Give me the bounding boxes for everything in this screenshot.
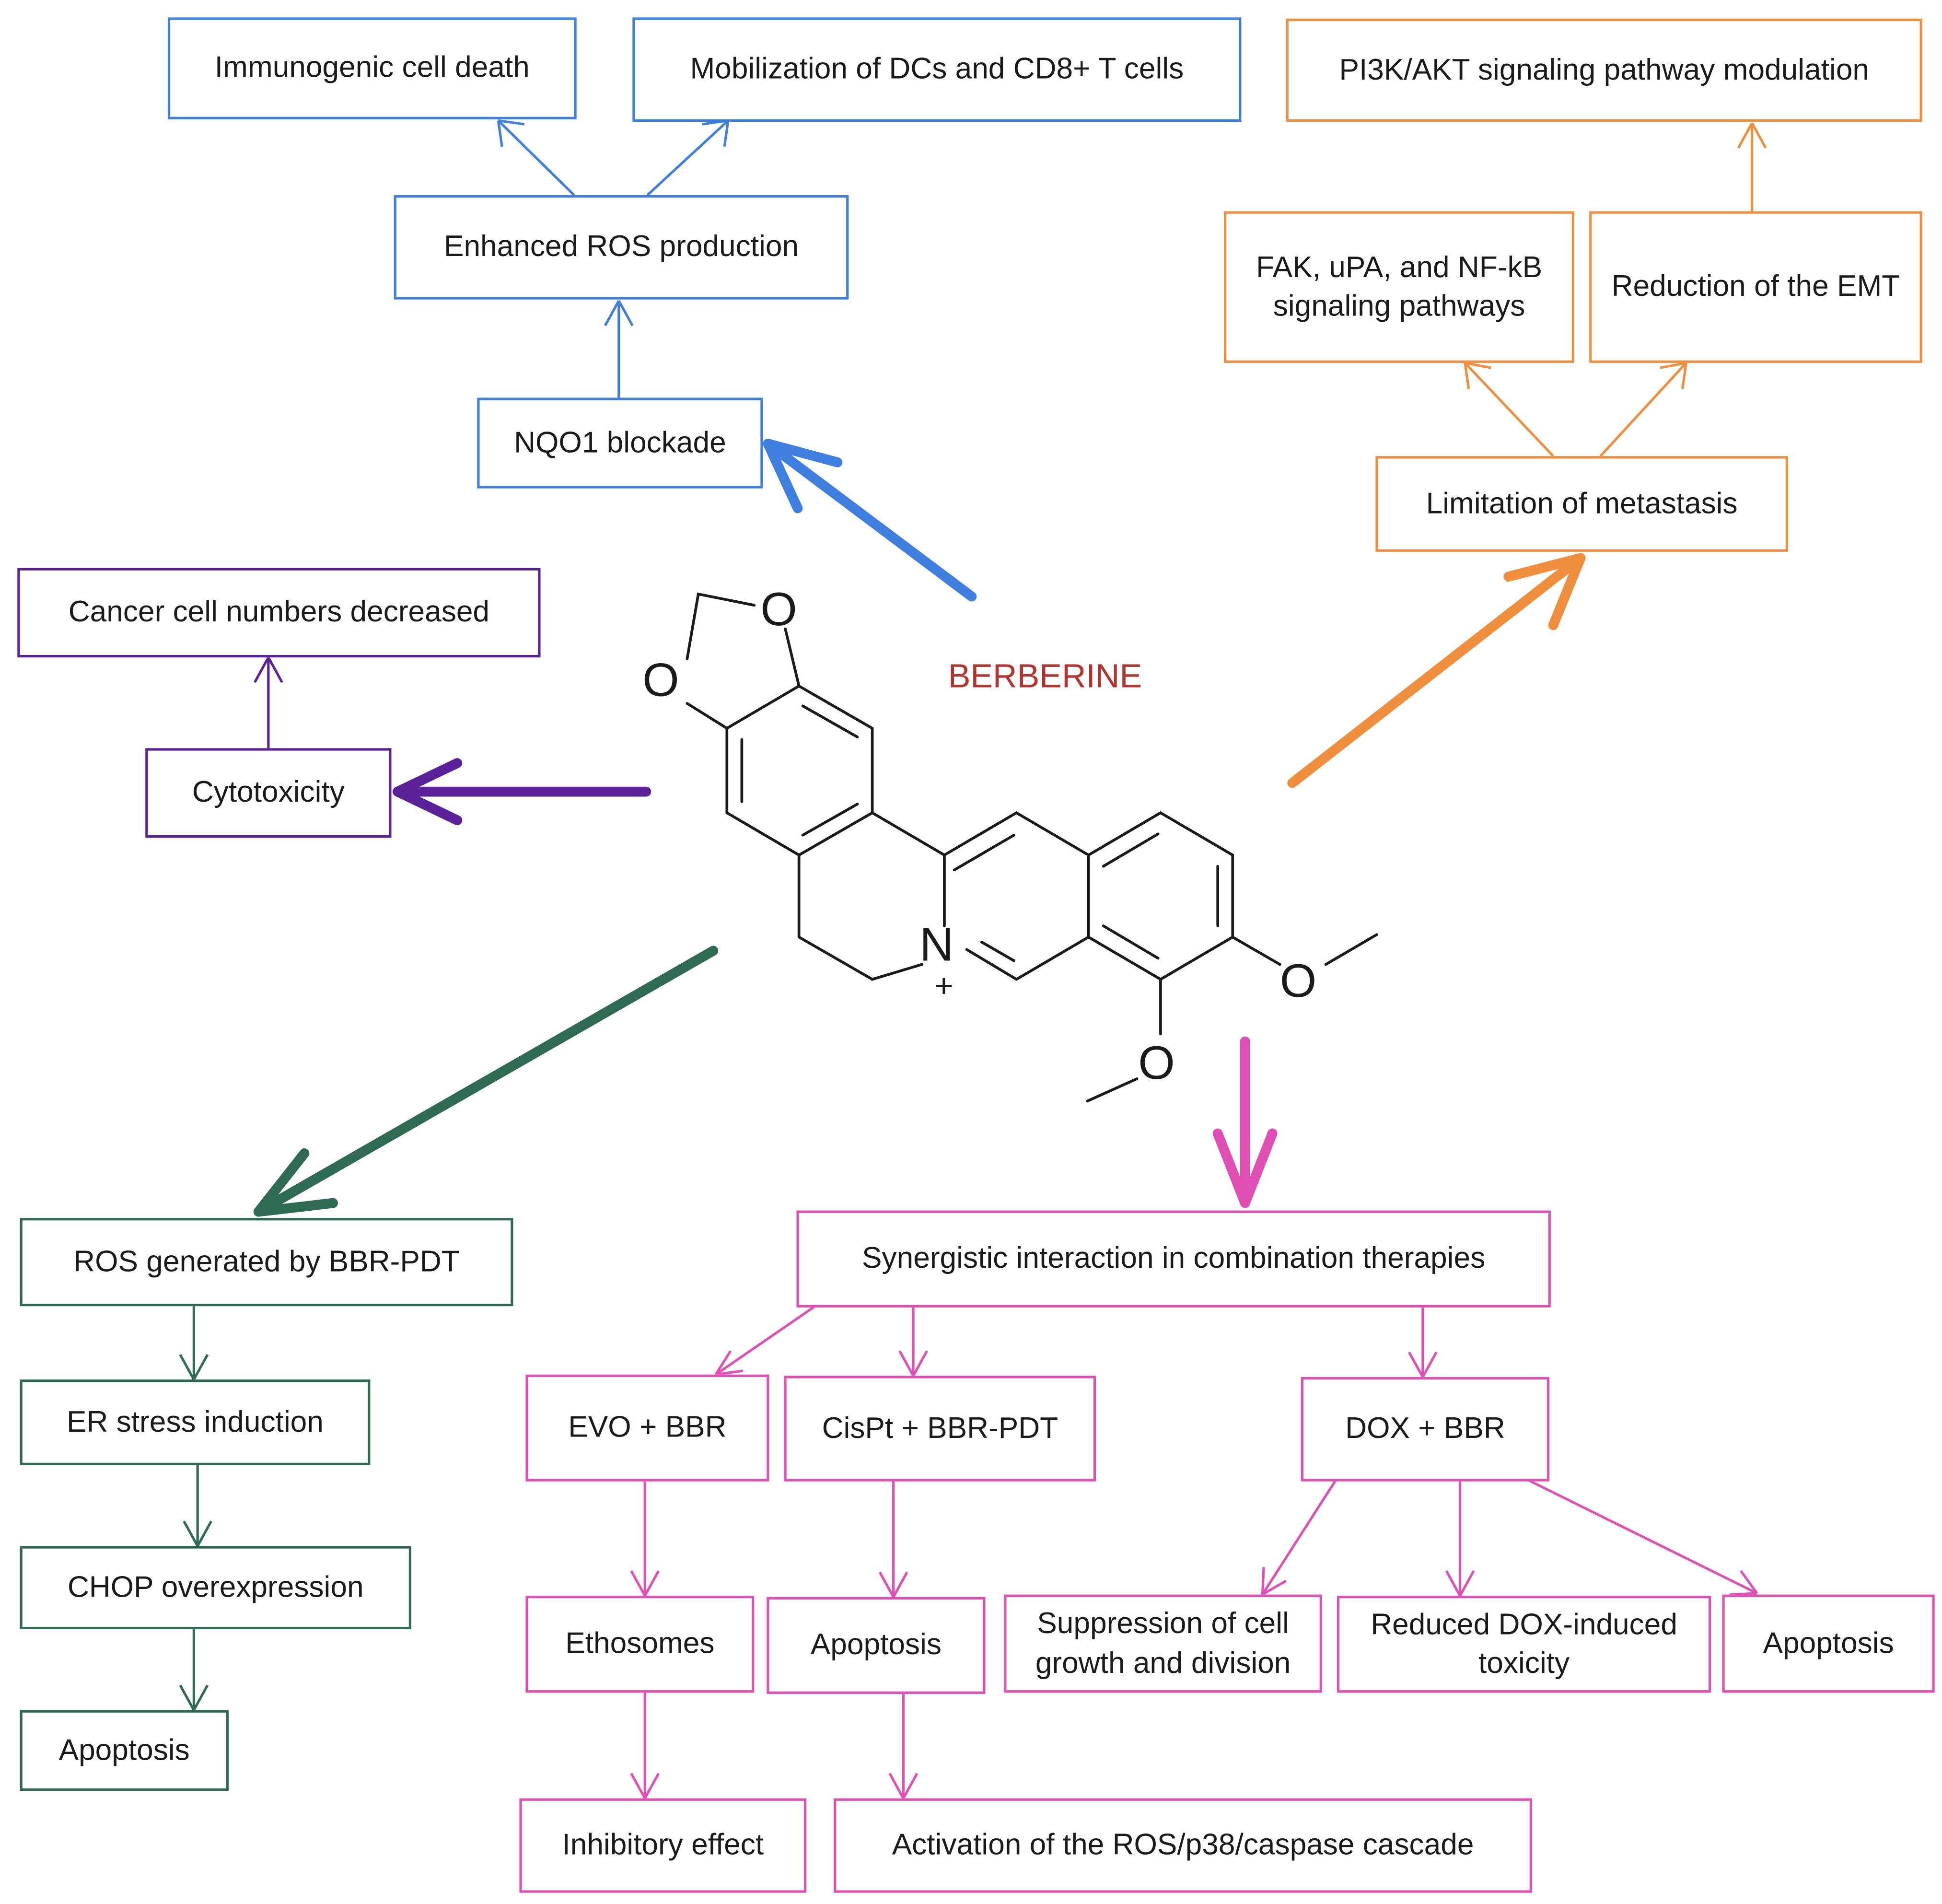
node-reduced-dox-toxicity: Reduced DOX-induced toxicity bbox=[1337, 1596, 1711, 1693]
node-label: Apoptosis bbox=[1763, 1626, 1894, 1660]
node-label: Synergistic interaction in combination t… bbox=[862, 1242, 1486, 1276]
node-nqo1-blockade: NQO1 blockade bbox=[477, 397, 763, 489]
arrow-syn-to-evo bbox=[714, 1305, 816, 1376]
arrow-metastasis-to-emt bbox=[1599, 362, 1687, 457]
node-label-line2: signaling pathways bbox=[1273, 289, 1525, 323]
node-pi3k-akt: PI3K/AKT signaling pathway modulation bbox=[1286, 18, 1922, 122]
node-label: ER stress induction bbox=[66, 1405, 324, 1439]
node-cytotoxicity: Cytotoxicity bbox=[145, 748, 392, 838]
node-er-stress: ER stress induction bbox=[20, 1379, 371, 1465]
node-activation-ros-p38: Activation of the ROS/p38/caspase cascad… bbox=[834, 1798, 1532, 1893]
node-evo-bbr: EVO + BBR bbox=[525, 1374, 769, 1482]
node-dox-bbr: DOX + BBR bbox=[1301, 1377, 1550, 1482]
arrow-dox-to-reduced bbox=[1445, 1480, 1475, 1597]
berberine-structure bbox=[686, 592, 1378, 1103]
arrow-dox-to-apoptosis bbox=[1528, 1479, 1758, 1596]
arrow-syn-to-dox bbox=[1408, 1306, 1438, 1378]
node-apoptosis-dox: Apoptosis bbox=[1722, 1594, 1935, 1693]
arrow-dox-to-suppression bbox=[1261, 1479, 1337, 1596]
node-label: Mobilization of DCs and CD8+ T cells bbox=[690, 52, 1184, 86]
node-apoptosis-green: Apoptosis bbox=[20, 1710, 229, 1791]
green-main-arrow bbox=[253, 946, 719, 1217]
node-label: Cancer cell numbers decreased bbox=[68, 596, 490, 630]
node-label: DOX + BBR bbox=[1345, 1412, 1505, 1446]
arrow-ros-to-immunogenic bbox=[497, 119, 575, 196]
node-immunogenic-cell-death: Immunogenic cell death bbox=[167, 17, 577, 119]
atom-oxygen-3: O bbox=[1280, 954, 1317, 1007]
node-label: EVO + BBR bbox=[568, 1411, 727, 1445]
arrow-evo-to-ethosomes bbox=[630, 1480, 660, 1597]
node-synergistic-interaction: Synergistic interaction in combination t… bbox=[796, 1210, 1551, 1308]
node-label: NQO1 blockade bbox=[514, 426, 726, 460]
node-label: Reduction of the EMT bbox=[1611, 270, 1900, 304]
node-limitation-metastasis: Limitation of metastasis bbox=[1375, 456, 1788, 552]
node-label: CisPt + BBR-PDT bbox=[822, 1412, 1058, 1446]
molecule-name-label: BERBERINE bbox=[948, 657, 1142, 695]
arrow-apoptosis-to-activation bbox=[888, 1693, 919, 1799]
arrow-metastasis-to-fak bbox=[1464, 362, 1554, 457]
node-label-line2: toxicity bbox=[1478, 1647, 1570, 1681]
node-chop-overexpression: CHOP overexpression bbox=[20, 1546, 411, 1630]
node-label: ROS generated by BBR-PDT bbox=[73, 1245, 460, 1279]
node-label: CHOP overexpression bbox=[67, 1571, 364, 1605]
node-cancer-cells-decreased: Cancer cell numbers decreased bbox=[17, 568, 541, 658]
node-cispt-bbr-pdt: CisPt + BBR-PDT bbox=[784, 1376, 1096, 1482]
node-label-line1: Suppression of cell bbox=[1037, 1607, 1289, 1641]
pink-connectors bbox=[630, 1305, 1758, 1799]
arrow-ros-to-er bbox=[179, 1305, 209, 1380]
node-inhibitory-effect: Inhibitory effect bbox=[519, 1798, 807, 1893]
node-label: Activation of the ROS/p38/caspase cascad… bbox=[892, 1828, 1474, 1862]
node-label-line1: FAK, uPA, and NF-kB bbox=[1256, 251, 1543, 285]
node-label: Limitation of metastasis bbox=[1426, 487, 1738, 521]
node-label-line2: growth and division bbox=[1035, 1646, 1291, 1680]
node-ros-bbr-pdt: ROS generated by BBR-PDT bbox=[20, 1218, 513, 1307]
arrow-cytotoxicity-to-cancer bbox=[254, 656, 283, 748]
purple-main-arrow bbox=[393, 758, 651, 826]
node-apoptosis-cispt: Apoptosis bbox=[767, 1597, 986, 1694]
atom-nitrogen: N bbox=[919, 918, 954, 971]
node-label: Enhanced ROS production bbox=[443, 230, 799, 264]
arrow-nqo1-to-ros bbox=[604, 300, 634, 398]
arrow-chop-to-apoptosis bbox=[179, 1628, 209, 1711]
node-mobilization: Mobilization of DCs and CD8+ T cells bbox=[632, 17, 1242, 122]
green-connectors bbox=[179, 1305, 212, 1711]
node-suppression-cell-growth: Suppression of cell growth and division bbox=[1004, 1594, 1322, 1693]
arrow-syn-to-cispt bbox=[898, 1306, 928, 1377]
node-label-line1: Reduced DOX-induced bbox=[1371, 1608, 1677, 1642]
orange-connectors bbox=[1464, 122, 1767, 457]
arrow-emt-to-pi3k bbox=[1737, 122, 1767, 211]
purple-connectors bbox=[254, 656, 283, 748]
atom-charge: + bbox=[934, 968, 953, 1004]
arrow-cispt-to-apoptosis bbox=[878, 1480, 908, 1598]
node-ethosomes: Ethosomes bbox=[525, 1596, 755, 1693]
arrow-ethosomes-to-inhibitory bbox=[630, 1691, 660, 1799]
node-label: Cytotoxicity bbox=[192, 776, 345, 810]
arrow-ros-to-mobilization bbox=[646, 119, 730, 196]
node-label: PI3K/AKT signaling pathway modulation bbox=[1339, 53, 1869, 87]
atom-oxygen-2: O bbox=[642, 654, 679, 706]
node-reduction-emt: Reduction of the EMT bbox=[1589, 211, 1922, 363]
node-enhanced-ros: Enhanced ROS production bbox=[394, 195, 849, 300]
node-label: Inhibitory effect bbox=[562, 1828, 764, 1862]
atom-oxygen-4: O bbox=[1138, 1036, 1175, 1089]
node-label: Apoptosis bbox=[58, 1733, 190, 1767]
pink-main-arrow bbox=[1212, 1036, 1278, 1208]
node-label: Apoptosis bbox=[810, 1628, 942, 1662]
node-label: Immunogenic cell death bbox=[214, 51, 530, 85]
arrow-er-to-chop bbox=[183, 1464, 212, 1547]
atom-oxygen-1: O bbox=[760, 583, 797, 635]
orange-main-arrow bbox=[1287, 553, 1586, 788]
node-fak-upa-nfkb: FAK, uPA, and NF-kB signaling pathways bbox=[1224, 211, 1575, 363]
berberine-atoms: O O N + O O bbox=[642, 583, 1316, 1089]
blue-main-arrow bbox=[763, 438, 977, 602]
node-label: Ethosomes bbox=[565, 1627, 715, 1661]
